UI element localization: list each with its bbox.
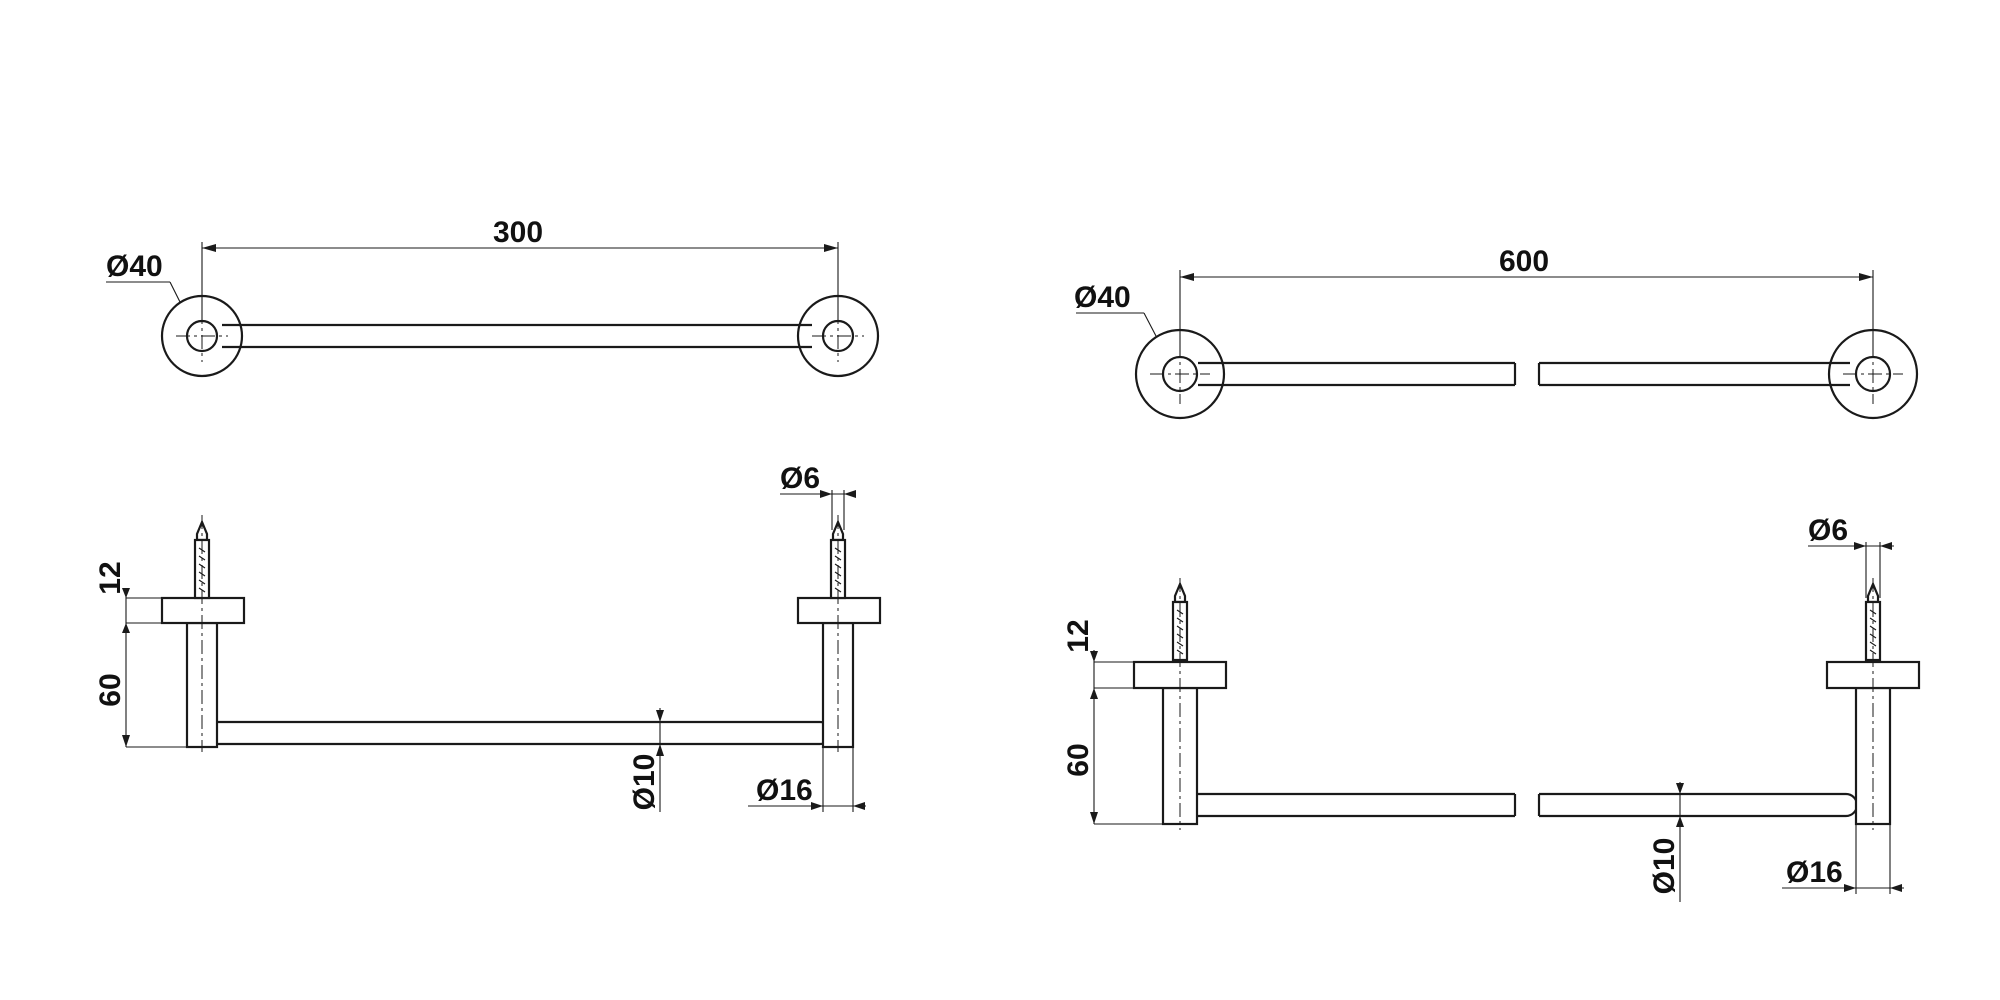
dim-length-600: 600 <box>1499 245 1549 278</box>
bar-600-rod-right <box>1539 792 1859 818</box>
bar-300-rod <box>203 720 833 746</box>
dim-screw-diameter: Ø6 <box>780 462 820 495</box>
dim-bar-diameter: Ø10 <box>628 754 661 811</box>
dim-screw-diameter: Ø6 <box>1808 514 1848 547</box>
base-right <box>796 596 882 625</box>
base-left <box>160 596 246 625</box>
dim-bar-diameter: Ø10 <box>1648 838 1681 895</box>
bar-300-front-view: Ø6 12 60 Ø10 Ø16 <box>94 462 882 812</box>
dim-projection: 60 <box>1062 743 1095 776</box>
bar-600-front-view: Ø6 12 60 Ø10 Ø16 <box>1062 514 1921 902</box>
bar-600-rod-left <box>1181 792 1515 818</box>
dim-base-diameter: Ø40 <box>106 250 163 283</box>
bar-600-top-view: 600 Ø40 <box>1074 245 1919 420</box>
dim-post-diameter: Ø16 <box>756 774 813 807</box>
dim-length-300: 300 <box>493 216 543 249</box>
dim-base-thickness: 12 <box>94 561 127 594</box>
dim-post-diameter: Ø16 <box>1786 856 1843 889</box>
dim-projection: 60 <box>94 673 127 706</box>
dim-base-thickness: 12 <box>1062 619 1095 652</box>
dim-base-diameter: Ø40 <box>1074 281 1131 314</box>
bar-300-top-view: 300 Ø40 <box>106 216 880 378</box>
